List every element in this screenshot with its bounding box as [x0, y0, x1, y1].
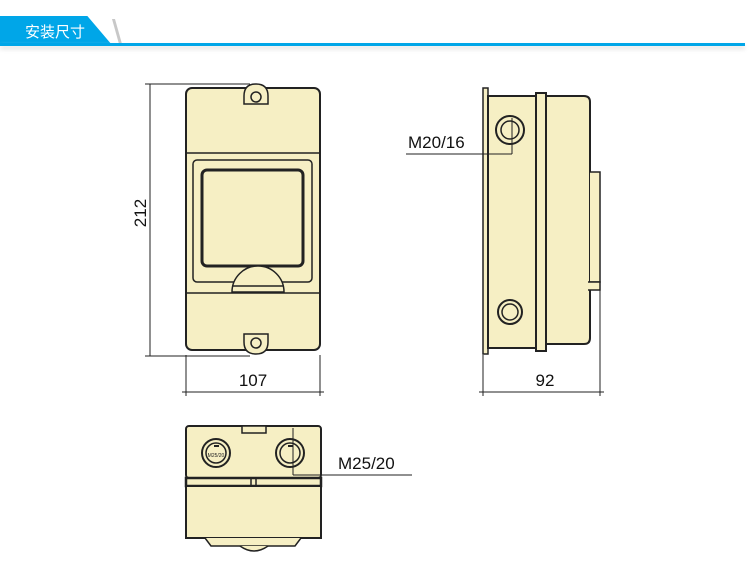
- bottom-gland-mark: M25/20: [208, 453, 225, 459]
- side-view: [482, 87, 601, 355]
- bottom-gland-label: M25/20: [338, 454, 395, 473]
- height-label: 212: [131, 199, 150, 227]
- side-depth-label: 92: [536, 371, 555, 390]
- tab-shadow: [112, 19, 122, 44]
- side-depth-dimension: [479, 290, 604, 396]
- front-view: [185, 83, 321, 355]
- front-width-dimension: [182, 355, 324, 396]
- header-divider: [0, 43, 745, 46]
- height-dimension: [145, 83, 250, 357]
- section-title: 安装尺寸: [25, 24, 86, 41]
- side-gland-label: M20/16: [408, 133, 465, 152]
- bottom-view: [184, 425, 323, 552]
- front-width-label: 107: [239, 371, 267, 390]
